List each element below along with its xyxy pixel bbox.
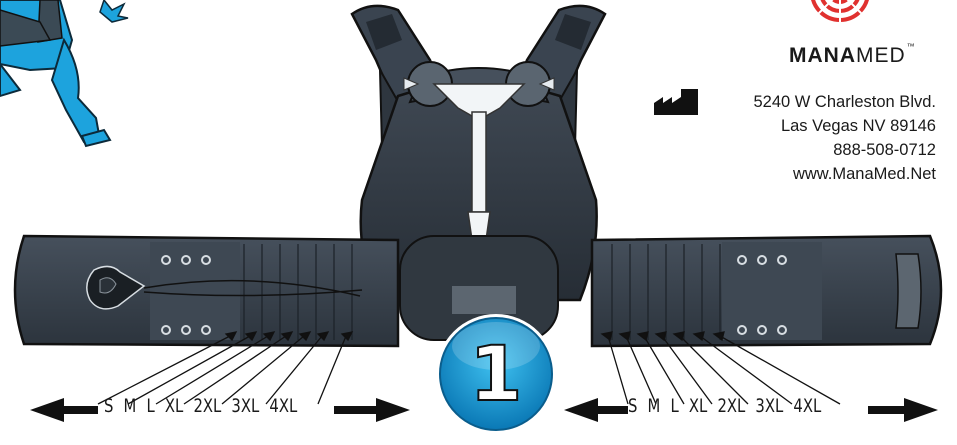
size-label-xl: XL [689, 395, 707, 417]
size-label-4xl: 4XL [269, 395, 297, 417]
size-label-xl: XL [165, 395, 183, 417]
size-label-4xl: 4XL [793, 395, 821, 417]
size-label-l: L [670, 395, 678, 417]
left-belt [15, 236, 398, 346]
runner-figure-icon [0, 0, 128, 146]
brand-name-bold: MANA [789, 44, 856, 67]
trademark-symbol: ™ [907, 42, 916, 51]
brand-name: MANAMED™ [789, 44, 916, 68]
size-label-3xl: 3XL [755, 395, 783, 417]
arrow-left-right-belt-icon [564, 398, 628, 422]
brand-name-light: MED [856, 44, 906, 67]
address-city: Las Vegas NV 89146 [676, 114, 936, 138]
size-label-s: S [104, 395, 113, 417]
address-phone: 888-508-0712 [676, 138, 936, 162]
arrow-left-icon [30, 398, 98, 422]
size-label-s: S [628, 395, 637, 417]
right-belt [592, 236, 941, 346]
arrow-right-left-belt-icon [334, 398, 410, 422]
size-label-m: M [124, 395, 137, 417]
size-label-2xl: 2XL [193, 395, 221, 417]
size-label-l: L [146, 395, 154, 417]
arrow-right-icon [868, 398, 938, 422]
step-number: 1 [440, 318, 552, 430]
manufacturer-address: 5240 W Charleston Blvd. Las Vegas NV 891… [676, 90, 936, 186]
size-label-m: M [648, 395, 661, 417]
address-street: 5240 W Charleston Blvd. [676, 90, 936, 114]
target-logo-icon [810, 0, 870, 22]
size-label-3xl: 3XL [231, 395, 259, 417]
address-website: www.ManaMed.Net [676, 162, 936, 186]
size-label-2xl: 2XL [717, 395, 745, 417]
